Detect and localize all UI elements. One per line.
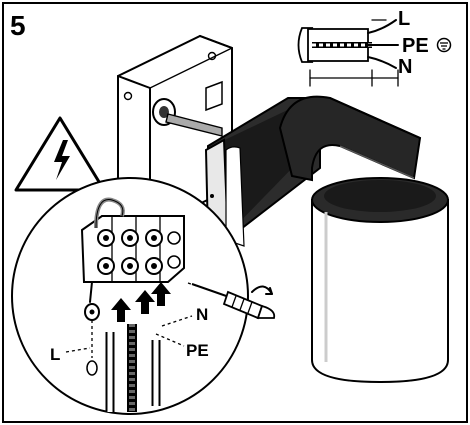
earth-wire-label: PE	[402, 35, 429, 57]
mounting-rod	[165, 113, 223, 137]
live-wire-label: L	[398, 8, 410, 30]
live-leader-line	[65, 347, 91, 353]
earth-lead	[89, 281, 93, 303]
lamp-head-cylinder	[311, 177, 449, 384]
zoom-neutral-label: N	[196, 305, 208, 324]
ground-icon	[436, 37, 452, 53]
cable-strip-detail	[297, 19, 399, 87]
terminal-block	[80, 215, 185, 283]
supply-cables	[105, 324, 161, 412]
step-number: 5	[10, 10, 26, 41]
neutral-leader-line	[161, 315, 193, 327]
high-voltage-warning-icon	[14, 116, 106, 192]
zoom-live-label: L	[50, 345, 60, 364]
zoom-earth-label: PE	[186, 341, 209, 360]
screwdriver-icon	[191, 283, 276, 320]
neutral-wire-label: N	[398, 56, 412, 78]
lower-ring-terminal	[86, 360, 98, 376]
earth-leader-line	[155, 333, 185, 347]
up-arrow-icon	[111, 282, 171, 322]
terminal-detail-zoom	[11, 177, 249, 415]
